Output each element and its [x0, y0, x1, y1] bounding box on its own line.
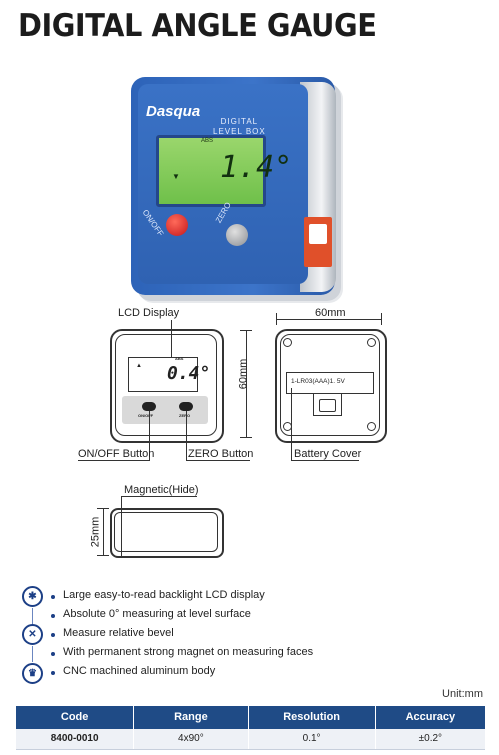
lcd-arrow-icon: ▼ [172, 172, 180, 181]
battery-cover-latch [313, 393, 342, 416]
lcd-screen [156, 135, 266, 207]
front-view-zero-text: ZERO [179, 413, 191, 418]
side-view-outline [110, 508, 224, 558]
screw-bottom-right [367, 422, 376, 431]
magnetic-leader-line [121, 496, 122, 556]
cell-code: 8400-0010 [16, 729, 135, 749]
width-dimension-tick-right [381, 313, 382, 325]
width-dimension-tick-left [276, 313, 277, 325]
height-dimension-label: 60mm [237, 358, 250, 390]
page-title: DIGITAL ANGLE GAUGE [18, 8, 377, 44]
front-view-zero-button [179, 402, 193, 411]
battery-label-underline [291, 460, 359, 461]
brand-logo: Dasqua [146, 103, 201, 120]
depth-dimension-tick-bottom [97, 555, 109, 556]
header-code: Code [16, 706, 135, 729]
front-view-onoff-button [142, 402, 156, 411]
cell-accuracy: ±0.2° [418, 733, 443, 744]
bullet-4 [51, 652, 55, 656]
front-view-inner [115, 334, 217, 436]
header-resolution: Resolution [249, 706, 376, 729]
onoff-button-label: ON/OFF Button [78, 448, 155, 460]
width-dimension-label: 60mm [315, 307, 346, 319]
front-view-arrow-icon: ▲ [136, 363, 142, 369]
battery-leader-line [291, 388, 292, 460]
battery-spec: 1-LR03(AAA)1. 5V [291, 378, 345, 385]
height-dimension-tick-bottom [240, 437, 252, 438]
back-view-outline [275, 329, 387, 443]
tools-icon: ✕ [22, 624, 43, 645]
side-view-inner [114, 512, 218, 552]
front-view-onoff-text: ON/OFF [138, 413, 154, 418]
table-row: 8400-0010 4x90° 0.1° ±0.2° [16, 729, 485, 750]
unit-note: Unit:mm [442, 688, 483, 700]
onoff-button [166, 214, 188, 236]
back-view-inner [280, 334, 380, 436]
bullet-1 [51, 595, 55, 599]
magnetic-underline [121, 496, 197, 497]
magnet-icon [309, 224, 327, 244]
width-dimension-line [276, 319, 382, 320]
zero-leader-line [186, 411, 187, 460]
onoff-leader-line [149, 411, 150, 460]
feature-item: With permanent strong magnet on measurin… [63, 646, 314, 658]
front-view-button-panel [122, 396, 208, 424]
lcd-reading: 1.4° [220, 150, 293, 185]
model-label-line2: LEVEL BOX [213, 127, 266, 136]
height-dimension-tick-top [240, 330, 252, 331]
bullet-2 [51, 614, 55, 618]
battery-cover-label: Battery Cover [294, 448, 362, 460]
cell-resolution: 0.1° [249, 729, 376, 749]
feature-item: Large easy-to-read backlight LCD display [63, 589, 265, 601]
screw-top-right [367, 338, 376, 347]
battery-cover-tab [319, 399, 336, 412]
depth-dimension-line [103, 508, 104, 556]
height-dimension-line [246, 330, 247, 438]
feature-item: Absolute 0° measuring at level surface [63, 608, 251, 620]
zero-button-label: ZERO Button [188, 448, 254, 460]
model-label: DIGITAL LEVEL BOX [213, 117, 266, 137]
lcd-abs-indicator: ABS [201, 138, 214, 144]
lcd-leader-line [171, 320, 172, 360]
bullet-3 [51, 633, 55, 637]
header-accuracy: Accuracy [405, 711, 456, 723]
feature-item: CNC machined aluminum body [63, 665, 216, 677]
bullet-5 [51, 671, 55, 675]
front-view-abs: ABS [175, 356, 184, 361]
spec-table-header: Code Range Resolution Accuracy [16, 706, 485, 729]
onoff-label-underline [78, 460, 150, 461]
feature-connector-1 [32, 608, 33, 624]
zero-button [226, 224, 248, 246]
cell-range: 4x90° [134, 729, 249, 749]
trophy-icon: ♛ [22, 663, 43, 684]
magnetic-label: Magnetic(Hide) [124, 484, 199, 496]
depth-dimension-label: 25mm [89, 516, 102, 548]
feature-item: Measure relative bevel [63, 627, 174, 639]
depth-dimension-tick-top [97, 508, 109, 509]
screw-top-left [283, 338, 292, 347]
model-label-line1: DIGITAL [220, 117, 259, 126]
front-view-lcd [128, 357, 198, 392]
front-view-outline [110, 329, 224, 443]
battery-label-box [286, 372, 374, 394]
lcd-display-label: LCD Display [118, 307, 180, 319]
header-range: Range [134, 706, 249, 729]
feature-connector-2 [32, 646, 33, 662]
zero-label-underline [186, 460, 250, 461]
front-view-reading: 0.4° [167, 363, 211, 384]
gear-icon: ✱ [22, 586, 43, 607]
